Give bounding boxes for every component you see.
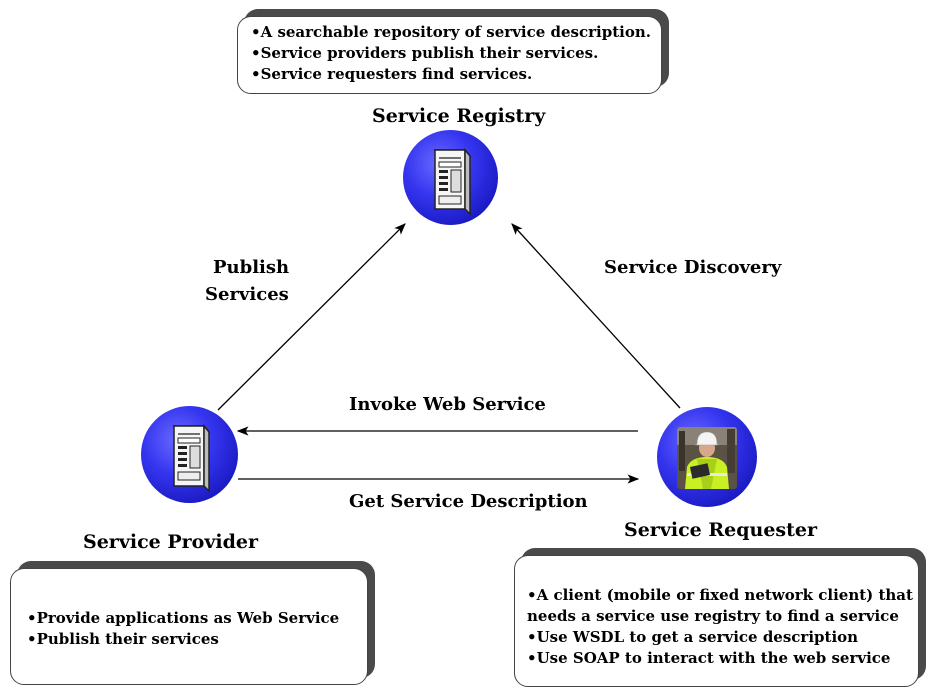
service-discovery-label: Service Discovery	[604, 257, 782, 278]
requester-description-line-4: •Use SOAP to interact with the web servi…	[527, 649, 891, 667]
publish-services-label-line-1: Publish	[213, 257, 290, 278]
service-registry-label: Service Registry	[372, 105, 546, 127]
requester-description-line-3: •Use WSDL to get a service description	[527, 628, 859, 646]
publish-services-label-line-2: Services	[205, 284, 289, 305]
invoke-web-service-label: Invoke Web Service	[349, 394, 546, 415]
server-icon	[433, 147, 472, 216]
service-registry-node	[403, 130, 498, 225]
service-requester-node	[657, 407, 757, 507]
get-service-description-label: Get Service Description	[349, 491, 588, 512]
registry-description-box: •A searchable repository of service desc…	[237, 16, 662, 94]
provider-description-line-2: •Publish their services	[27, 630, 219, 648]
requester-description-line-2: needs a service use registry to find a s…	[527, 607, 899, 625]
registry-description-line-3: •Service requesters find services.	[251, 65, 533, 83]
service-provider-node	[141, 406, 238, 503]
requester-description-box: •A client (mobile or fixed network clien…	[514, 555, 919, 687]
provider-description-box: •Provide applications as Web Service •Pu…	[10, 568, 368, 685]
requester-description-line-1: •A client (mobile or fixed network clien…	[527, 586, 913, 604]
service-requester-label: Service Requester	[624, 519, 817, 541]
registry-description-line-1: •A searchable repository of service desc…	[251, 23, 651, 41]
server-icon	[172, 423, 211, 493]
worker-photo	[677, 427, 737, 489]
provider-description-line-1: •Provide applications as Web Service	[27, 609, 340, 627]
service-provider-label: Service Provider	[83, 531, 258, 553]
registry-description-line-2: •Service providers publish their service…	[251, 44, 599, 62]
publish-arrow	[217, 223, 406, 411]
discovery-arrow	[511, 223, 681, 409]
